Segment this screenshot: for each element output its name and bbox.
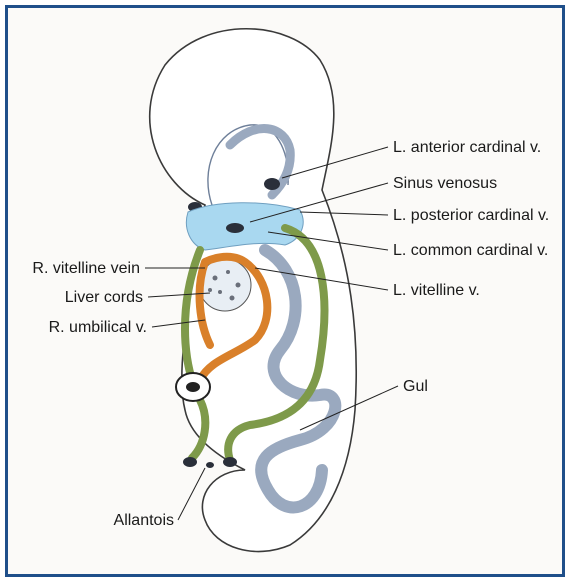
label-r-vitelline: R. vitelline vein bbox=[32, 260, 140, 277]
label-allantois: Allantois bbox=[114, 512, 174, 529]
label-liver-cords: Liver cords bbox=[65, 289, 143, 306]
label-l-vitelline: L. vitelline v. bbox=[393, 282, 480, 299]
vessel-opening bbox=[226, 223, 244, 233]
label-anterior-cardinal: L. anterior cardinal v. bbox=[393, 139, 541, 156]
allantois-vessel bbox=[183, 457, 197, 467]
label-sinus-venosus: Sinus venosus bbox=[393, 175, 497, 192]
vessel-opening bbox=[264, 178, 280, 190]
allantois-vessel bbox=[223, 457, 237, 467]
yolk-stalk-opening bbox=[186, 382, 200, 392]
label-posterior-cardinal: L. posterior cardinal v. bbox=[393, 207, 549, 224]
label-r-umbilical: R. umbilical v. bbox=[49, 319, 147, 336]
label-common-cardinal: L. common cardinal v. bbox=[393, 242, 548, 259]
label-gut: Gul bbox=[403, 378, 428, 395]
allantois-vessel bbox=[206, 462, 214, 468]
